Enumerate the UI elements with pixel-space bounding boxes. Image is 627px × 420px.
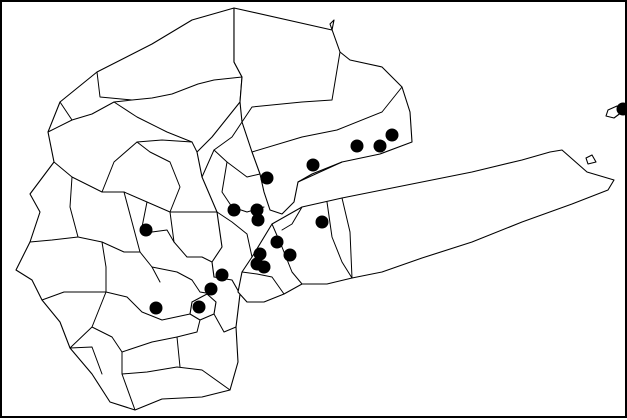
location-marker-18 (205, 283, 218, 296)
location-marker-16 (258, 261, 271, 274)
bay-islet-outline (586, 155, 596, 164)
location-marker-7 (228, 204, 241, 217)
location-marker-14 (284, 249, 297, 262)
location-marker-4 (351, 140, 364, 153)
location-marker-20 (150, 302, 163, 315)
location-marker-3 (374, 140, 387, 153)
location-marker-19 (193, 301, 206, 314)
location-marker-9 (252, 214, 265, 227)
northern-region-outline (234, 8, 412, 214)
location-marker-10 (316, 216, 329, 229)
location-marker-2 (386, 129, 399, 142)
location-marker-11 (140, 224, 153, 237)
location-marker-5 (307, 159, 320, 172)
location-marker-17 (216, 269, 229, 282)
location-marker-12 (271, 236, 284, 249)
location-marker-6 (261, 172, 274, 185)
